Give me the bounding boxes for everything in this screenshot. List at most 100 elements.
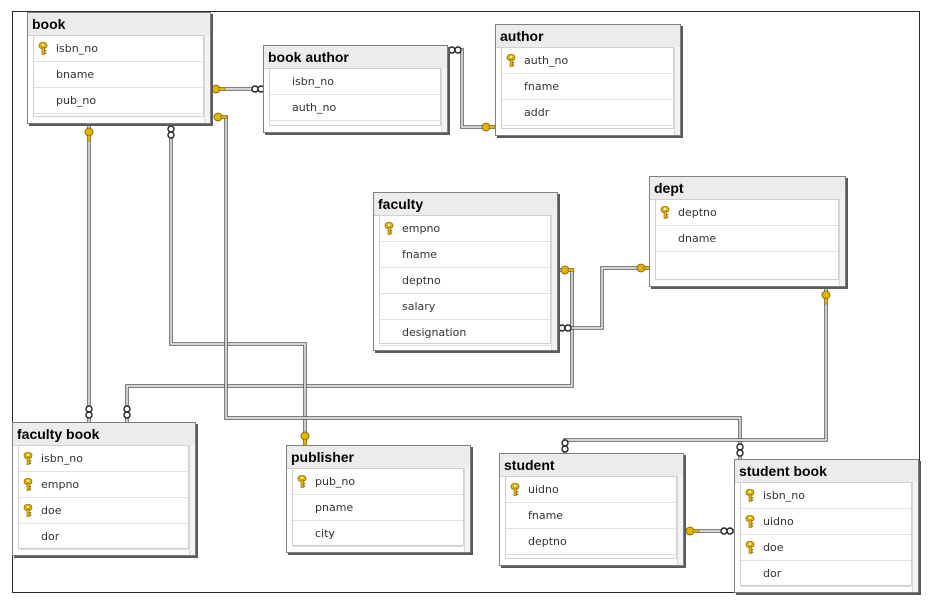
table-student[interactable]: student uidno fname deptno [499, 453, 684, 566]
key-endpoint-icon [84, 127, 94, 142]
rel-book-student-book[interactable] [213, 112, 744, 459]
table-book-author[interactable]: book author isbn_no auth_no [263, 45, 448, 133]
column-row[interactable]: fname [380, 242, 550, 268]
rel-publisher-book[interactable] [167, 124, 310, 446]
primary-key-icon [660, 206, 670, 219]
table-title[interactable]: student book [735, 460, 918, 483]
primary-key-icon [38, 42, 48, 55]
column-row[interactable]: uidno [741, 509, 911, 535]
infinity-endpoint-icon [736, 443, 744, 457]
table-title[interactable]: book [28, 13, 210, 36]
infinity-endpoint-icon [720, 527, 734, 535]
rel-student-student-book[interactable] [684, 526, 734, 536]
column-name: pub_no [56, 94, 97, 107]
table-scrollbar[interactable] [677, 476, 683, 565]
key-endpoint-icon [560, 265, 575, 275]
column-row[interactable]: dname [656, 226, 838, 252]
rel-book-book-author[interactable] [211, 84, 265, 94]
column-row[interactable]: doe [741, 535, 911, 561]
column-name: isbn_no [763, 489, 805, 502]
column-row[interactable]: bname [34, 62, 203, 88]
column-row[interactable]: dor [741, 561, 911, 587]
column-row[interactable]: pname [293, 495, 463, 521]
rel-faculty-faculty-book[interactable] [123, 265, 575, 422]
table-scrollbar[interactable] [674, 47, 680, 135]
table-scrollbar[interactable] [464, 468, 470, 552]
primary-key-icon [745, 515, 755, 528]
infinity-endpoint-icon [558, 324, 572, 332]
table-scrollbar[interactable] [189, 445, 195, 555]
rel-book-faculty-book[interactable] [84, 124, 94, 422]
column-row[interactable]: city [293, 521, 463, 547]
column-row[interactable]: fname [506, 503, 676, 529]
column-list: isbn_no auth_no [269, 68, 441, 126]
column-row[interactable]: isbn_no [19, 446, 188, 472]
column-row[interactable]: fname [502, 74, 673, 100]
table-scrollbar[interactable] [551, 215, 557, 350]
column-row[interactable]: addr [502, 100, 673, 126]
table-title[interactable]: faculty [374, 193, 557, 216]
column-row[interactable]: auth_no [502, 48, 673, 74]
column-name: fname [528, 509, 564, 522]
table-scrollbar[interactable] [441, 68, 447, 132]
column-row[interactable]: empno [380, 216, 550, 242]
column-name: isbn_no [292, 75, 334, 88]
column-row[interactable]: uidno [506, 477, 676, 503]
primary-key-icon [23, 452, 33, 465]
primary-key-icon [506, 54, 516, 67]
table-scrollbar[interactable] [912, 482, 918, 592]
table-title[interactable]: publisher [287, 446, 470, 469]
column-row[interactable]: isbn_no [270, 69, 440, 95]
column-name: deptno [402, 274, 441, 287]
table-scrollbar[interactable] [839, 199, 845, 286]
column-row[interactable]: empno [19, 472, 188, 498]
table-scrollbar[interactable] [204, 35, 210, 123]
primary-key-icon [297, 475, 307, 488]
rel-dept-faculty[interactable] [558, 263, 651, 332]
rel-author-book-author[interactable] [448, 46, 496, 132]
column-row[interactable]: pub_no [293, 469, 463, 495]
column-row[interactable]: salary [380, 294, 550, 320]
column-row[interactable]: auth_no [270, 95, 440, 121]
column-name: dor [41, 530, 60, 543]
column-row[interactable]: isbn_no [741, 483, 911, 509]
column-name: doe [763, 541, 784, 554]
diagram-frame [12, 11, 920, 593]
table-title[interactable]: book author [264, 46, 447, 69]
infinity-endpoint-icon [167, 125, 175, 139]
table-title[interactable]: student [500, 454, 683, 477]
column-row[interactable]: pub_no [34, 88, 203, 114]
table-title[interactable]: author [496, 25, 680, 48]
key-endpoint-icon [213, 112, 228, 122]
column-row[interactable]: deptno [380, 268, 550, 294]
column-name: fname [524, 80, 560, 93]
column-row[interactable]: dor [19, 524, 188, 550]
table-title[interactable]: faculty book [13, 423, 195, 446]
table-title[interactable]: dept [650, 177, 845, 200]
column-name: addr [524, 106, 550, 119]
primary-key-icon [384, 222, 394, 235]
column-name: bname [56, 68, 95, 81]
column-row[interactable]: doe [19, 498, 188, 524]
column-name: pub_no [315, 475, 356, 488]
column-name: uidno [528, 483, 559, 496]
column-row[interactable]: deptno [506, 529, 676, 555]
rel-dept-student[interactable] [561, 287, 831, 453]
column-name: empno [402, 222, 441, 235]
column-row[interactable]: designation [380, 320, 550, 346]
column-row[interactable]: isbn_no [34, 36, 203, 62]
column-name: doe [41, 504, 62, 517]
column-row[interactable]: deptno [656, 200, 838, 226]
